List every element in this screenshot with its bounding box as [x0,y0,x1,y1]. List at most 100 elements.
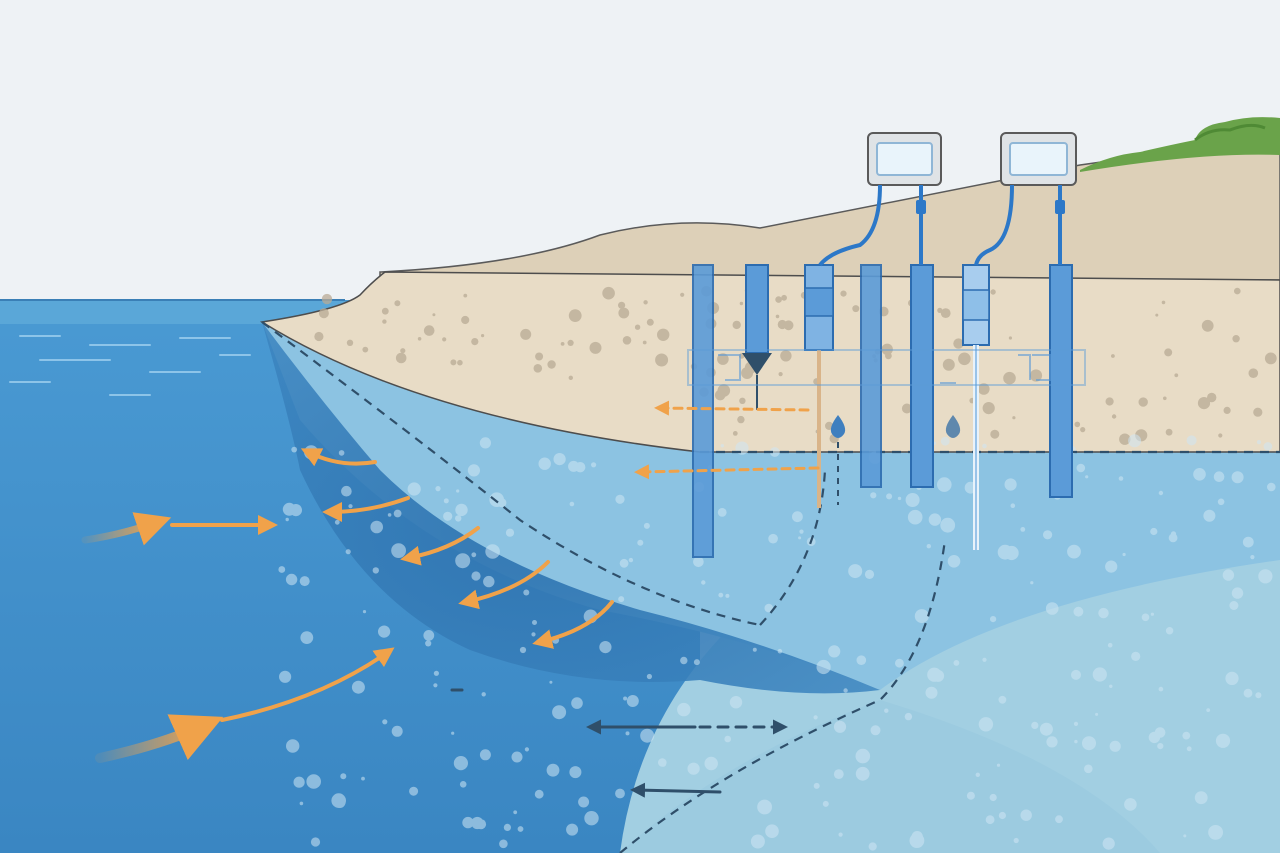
aquifer-grain [833,720,847,733]
outflow-arrow [322,496,410,522]
aquifer-grain [1092,667,1107,682]
sand-grain [714,389,726,401]
sand-grain [1264,352,1277,365]
data-logger-box [1000,132,1077,186]
aquifer-grain [285,573,298,586]
aquifer-grain [953,660,960,666]
upper-dashed-boundary [261,321,761,627]
aquifer-grain [306,774,322,789]
sand-grain [589,341,602,354]
aquifer-grain [1020,809,1032,821]
sand-grain [1111,354,1115,358]
sand-grain [1164,348,1173,357]
aquifer-grain [453,756,468,771]
aquifer-grain [1082,736,1096,751]
aquifer-grain [864,569,875,580]
connector-clamps [718,354,1051,384]
aquifer-grain [1263,442,1273,451]
aquifer-grain [989,793,997,802]
sand-grain [958,352,971,366]
aquifer-grain [443,498,449,504]
aquifer-grain [725,593,730,598]
aquifer-grain [467,464,480,477]
aquifer-grain [855,766,870,781]
sand-grain [642,340,647,345]
aquifer-grain [340,773,347,780]
saturated-sand-zone [262,322,1280,690]
sand-grain [781,294,787,301]
aquifer-grain [393,509,402,518]
aquifer-grain [299,801,304,806]
outflow-arrow [400,526,480,566]
aquifer-grain [362,610,367,614]
sand-grain [782,352,792,361]
sea-inflow-arrow [220,647,395,722]
aquifer-grain [497,498,507,508]
sand-grain [881,343,893,355]
aquifer-grain [443,511,453,521]
sand-grain [945,361,950,366]
aquifer-grain [1046,736,1058,748]
sand-grain [618,301,626,309]
aquifer-grain [1109,740,1121,752]
sand-grain [382,319,387,324]
aquifer-grain [1213,471,1225,483]
sand-grain [1003,371,1016,385]
aquifer-grain [433,683,438,688]
aquifer-grain [1150,612,1154,616]
aquifer-grain [927,667,942,682]
aquifer-grain [886,493,893,500]
aquifer-grain [476,819,487,830]
sea-inflow-arrow [95,714,224,763]
aquifer-grain [1020,527,1026,532]
aquifer-grain [278,566,286,573]
aquifer-grain [623,696,628,701]
sand-grain [840,290,847,297]
sand-grain [1223,406,1231,414]
sand-grain [634,324,641,330]
aquifer-grain [658,758,667,767]
aquifer-grain [813,715,818,720]
monitoring-well [692,264,714,558]
aquifer-grain [1231,471,1244,484]
aquifer-grain [628,557,634,563]
beach-sand [259,271,1280,453]
aquifer-grain [1222,569,1235,581]
sand-grain [618,307,630,319]
aquifer-grain [833,769,844,779]
aquifer-grain [505,528,515,537]
aquifer-grain [750,834,765,849]
aquifer-grain [720,444,724,448]
aquifer-grain [816,659,831,675]
sand-grain [717,353,729,365]
aquifer-grain [456,489,460,493]
aquifer-grain [1073,721,1079,727]
monitoring-well [742,264,772,410]
monitoring-well [1049,264,1073,498]
sand-grain [732,320,741,330]
aquifer-grain [792,511,803,523]
sand-grain [732,431,738,436]
water-drop-icon [945,415,961,438]
sand-grain [657,328,670,341]
aquifer-grain [348,504,353,509]
data-loggers [818,132,1077,267]
aquifer-grain [1168,533,1178,543]
aquifer-grain [310,837,321,847]
aquifer-grain [982,443,987,449]
sand-grain [461,315,470,325]
aquifer-grain [361,776,365,781]
aquifer-grain [926,544,931,549]
sand-grain [442,337,447,342]
sand-grain [394,300,401,307]
aquifer-grain [485,544,500,559]
aquifer-grain [433,670,439,676]
aquifer-grain [519,646,527,654]
sand-grain [318,308,329,319]
aquifer-grain [1255,692,1262,699]
aquifer-grain [1055,815,1063,824]
sand-grain [602,286,615,300]
aquifer-grain [1073,606,1084,617]
sand-grain [982,402,995,415]
aquifer-grain [985,815,995,825]
